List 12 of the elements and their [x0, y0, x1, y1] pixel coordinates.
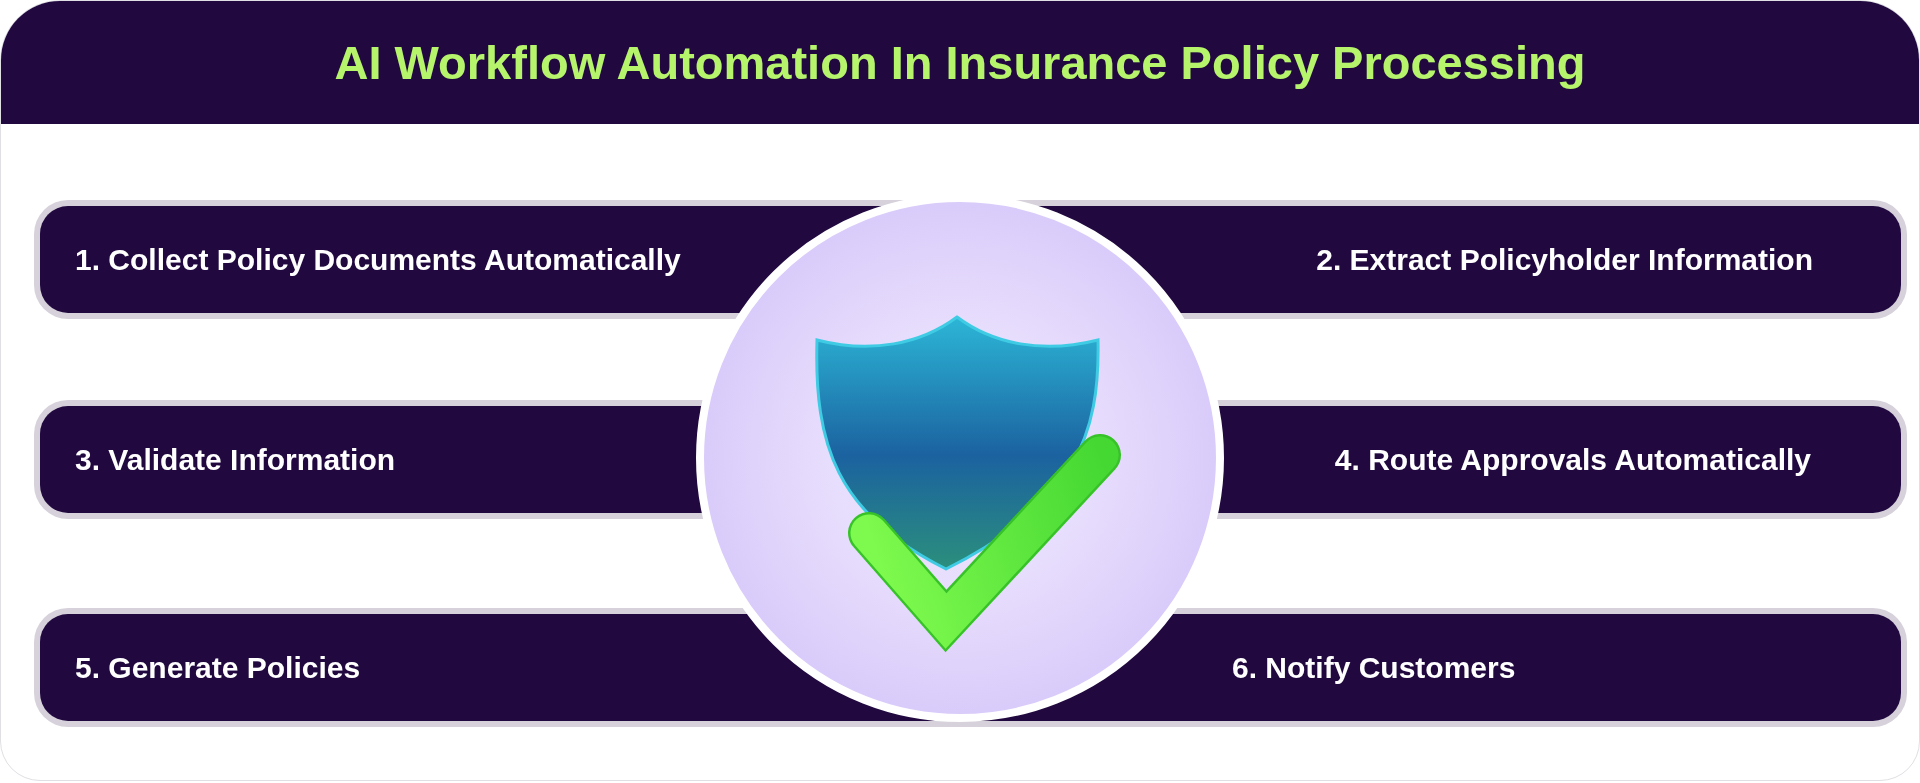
- step-pill: [1224, 608, 1907, 727]
- step-text: 5. Generate Policies: [75, 649, 361, 686]
- step-pill: [34, 400, 696, 519]
- step-text: 6. Notify Customers: [1232, 649, 1516, 686]
- step-text: 1. Collect Policy Documents Automatically: [75, 241, 681, 278]
- step-pill: [34, 200, 696, 319]
- step-pill: [1224, 200, 1907, 319]
- step-text: 2. Extract Policyholder Information: [1316, 241, 1813, 278]
- step-pill: [34, 608, 696, 727]
- step-pill: [1224, 400, 1907, 519]
- step-text: 3. Validate Information: [75, 441, 396, 478]
- step-text: 4. Route Approvals Automatically: [1334, 441, 1811, 478]
